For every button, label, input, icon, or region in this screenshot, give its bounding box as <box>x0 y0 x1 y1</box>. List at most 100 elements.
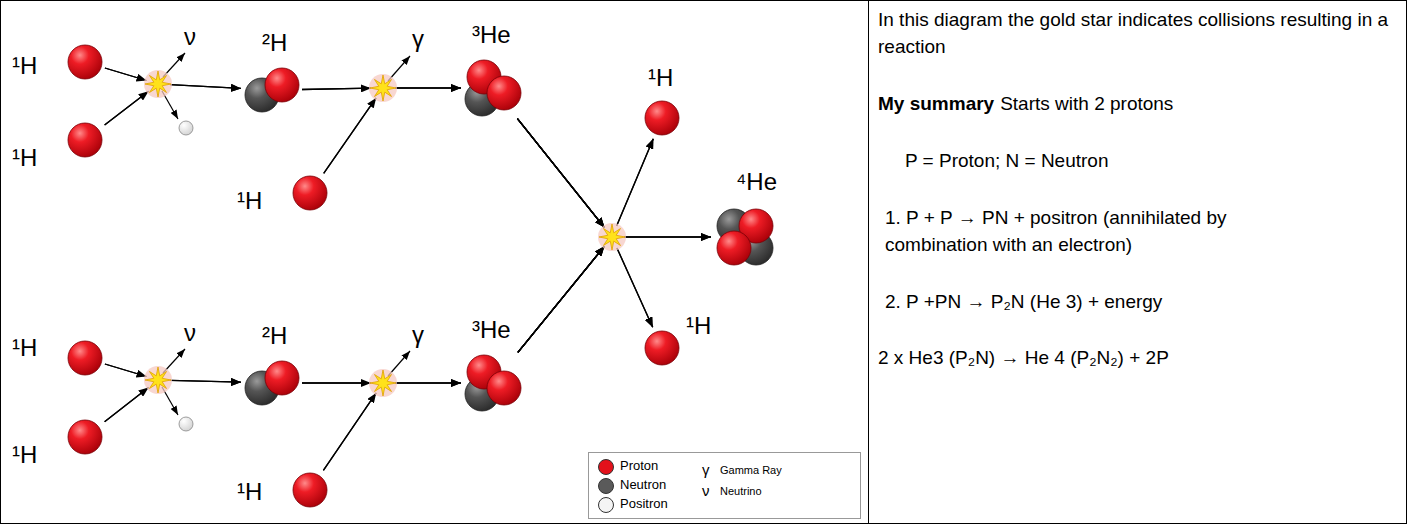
arrow-segment <box>170 85 241 89</box>
arrow-segment <box>518 246 605 352</box>
arrow-segment <box>302 88 371 89</box>
summary-text: 2. P +PN → P₂N (He 3) + energy <box>885 288 1162 315</box>
arrow-segment <box>105 364 147 377</box>
reaction-arrow <box>517 119 711 237</box>
particle-symbol: γ <box>412 318 424 352</box>
isotope-label: ¹H <box>686 312 711 340</box>
nucleus-illustration <box>292 472 328 508</box>
proton-particle <box>68 123 102 157</box>
particle-node: ¹H <box>292 175 328 211</box>
summary-text: P = Proton; N = Neutron <box>905 147 1109 174</box>
nucleus-illustration <box>244 67 300 113</box>
summary-text: 2 x He3 (P₂N) → He 4 (P₂N₂) + 2P <box>878 344 1169 371</box>
legend-swatch <box>598 497 614 513</box>
reaction-arrow <box>518 139 653 353</box>
arrow-segment <box>518 246 605 352</box>
particle-node: ¹H <box>67 122 103 158</box>
arrow-segment <box>518 246 605 352</box>
particle-node: ³He <box>464 59 522 117</box>
arrow-segment <box>518 246 605 352</box>
collision-star <box>369 369 397 397</box>
legend-text: Neutron <box>620 476 666 493</box>
proton-particle <box>293 473 327 507</box>
arrow-segment <box>395 382 461 383</box>
arrow-segment <box>517 119 604 228</box>
reaction-arrow <box>105 85 241 125</box>
particle-symbol: γ <box>702 459 710 480</box>
arrow-segment <box>170 380 241 382</box>
nucleus-illustration <box>67 340 103 376</box>
isotope-label: ³He <box>472 21 511 49</box>
arrow-segment <box>617 139 654 226</box>
proton-particle <box>265 68 299 102</box>
proton-particle <box>68 420 102 454</box>
arrow-segment <box>105 387 149 421</box>
emission-leaders <box>162 53 410 415</box>
isotope-label: ³He <box>472 316 511 344</box>
nucleus-illustration <box>244 360 300 406</box>
summary-text: Starts with 2 protons <box>1000 90 1173 117</box>
arrow-segment <box>517 119 604 228</box>
reaction-arrow <box>323 383 461 470</box>
particle-symbol: ν <box>702 480 710 501</box>
proton-particle <box>487 76 521 110</box>
arrow-segment <box>323 393 376 470</box>
arrow-segment <box>617 248 653 327</box>
arrow-segment <box>617 248 653 327</box>
legend-text: Gamma Ray <box>720 463 782 477</box>
collision-star <box>144 366 172 394</box>
nucleus-illustration <box>67 44 103 80</box>
isotope-label: ⁴He <box>736 168 777 196</box>
legend-text: Proton <box>620 457 658 474</box>
arrow-segment <box>517 119 604 228</box>
table-divider <box>868 0 869 524</box>
legend-box <box>589 453 861 519</box>
arrow-segment <box>324 98 376 173</box>
nucleus-illustration <box>67 419 103 455</box>
arrow-segment <box>518 246 605 352</box>
arrow-segment <box>624 236 711 237</box>
arrow-segment <box>323 393 376 470</box>
legend-text: Positron <box>620 495 668 512</box>
isotope-label: ²H <box>262 322 287 350</box>
arrow-segment <box>517 119 604 228</box>
reaction-arrow <box>324 88 461 173</box>
particle-node: ¹H <box>67 44 103 80</box>
arrow-segment <box>105 91 149 125</box>
isotope-label: ¹H <box>237 187 262 215</box>
nucleus-illustration <box>644 330 680 366</box>
particle-node: ¹H <box>644 330 680 366</box>
arrow-segment <box>170 380 241 382</box>
arrow-segment <box>517 119 604 228</box>
collision-star <box>598 223 626 251</box>
reaction-arrow <box>105 380 241 421</box>
legend-text: Neutrino <box>720 484 762 498</box>
proton-particle <box>68 341 102 375</box>
nucleus-illustration <box>67 122 103 158</box>
particle-node: ²H <box>244 360 300 406</box>
arrow-segment <box>302 382 371 383</box>
particle-symbol: γ <box>412 22 424 56</box>
arrow-segment <box>170 85 241 89</box>
particle-node: ²H <box>244 67 300 113</box>
nucleus-illustration <box>292 175 328 211</box>
particle-symbol: ν <box>184 316 196 350</box>
arrow-segment <box>517 119 604 228</box>
proton-particle <box>68 45 102 79</box>
arrow-segment <box>395 382 461 383</box>
collision-star <box>144 70 172 98</box>
arrow-segment <box>395 87 461 88</box>
particle-node: ¹H <box>644 100 680 136</box>
particle-node: ¹H <box>67 340 103 376</box>
arrow-segment <box>324 98 376 173</box>
reaction-arrow <box>518 237 711 352</box>
arrow-segment <box>395 87 461 88</box>
isotope-label: ¹H <box>12 52 37 80</box>
proton-particle <box>265 361 299 395</box>
reaction-arrow <box>105 68 241 88</box>
arrow-segment <box>105 68 147 81</box>
